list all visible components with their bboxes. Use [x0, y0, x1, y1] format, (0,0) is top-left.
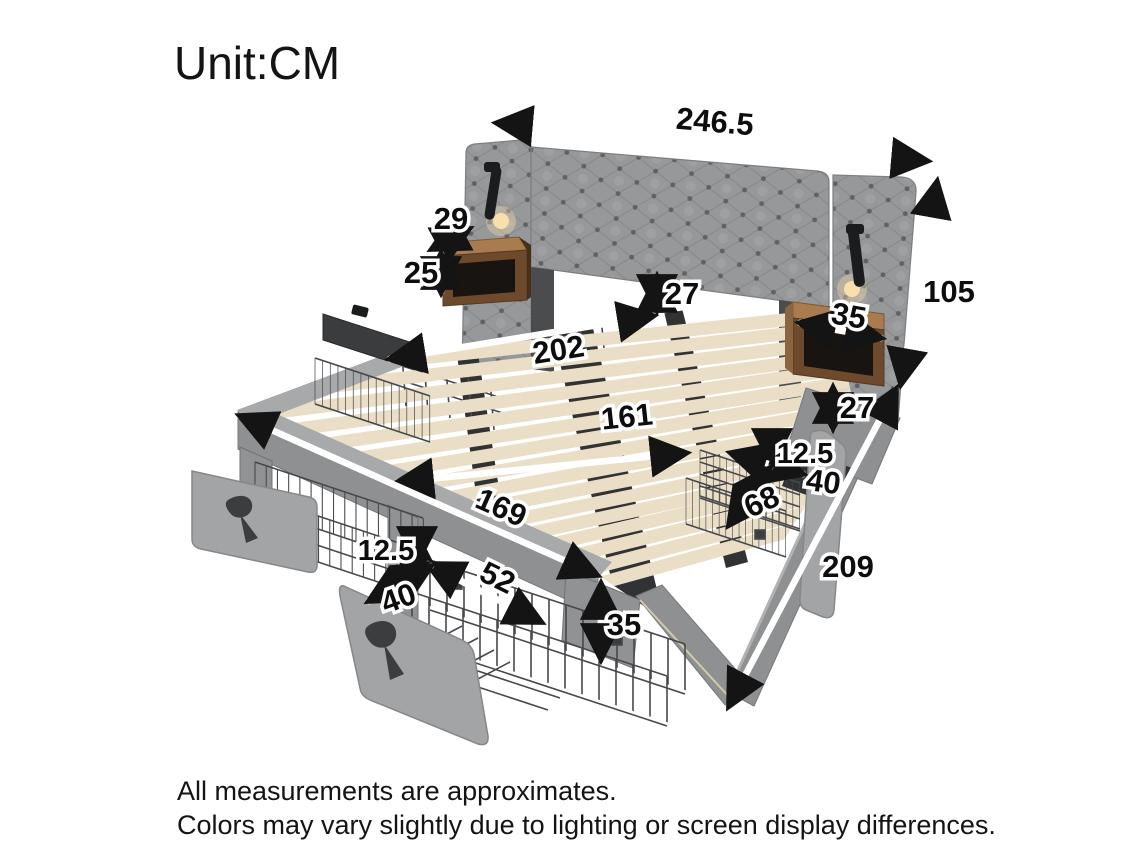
dim-shelf-depth: 29: [434, 201, 468, 236]
drawer-handle-icon: [365, 621, 404, 680]
dim-shelf-height: 25: [404, 255, 438, 290]
dim-headboard-clearance: 27: [665, 276, 699, 311]
dim-nightstand-clearance: 27: [840, 390, 874, 425]
dim-nightstand-width: 35: [829, 295, 869, 335]
reading-lamp-left-icon: [484, 162, 516, 236]
head-left-frame-edge: [237, 352, 404, 425]
dim-overall-depth: 209: [822, 549, 874, 584]
dim-headboard-height: 105: [923, 274, 975, 309]
dim-frame-height: 35: [607, 607, 641, 642]
drawer-left-mid-front: [191, 470, 318, 574]
left-rail-top: [238, 404, 612, 578]
dim-left-drawer-height: 12.5: [358, 535, 414, 567]
dim-right-drawer-height: 12.5: [777, 438, 833, 470]
drawer-handle-icon: [225, 495, 258, 543]
headboard-center-panel: [530, 146, 830, 308]
reading-lamp-right-icon: [837, 224, 867, 304]
unit-label: Unit:CM: [174, 37, 340, 89]
footnote-line-2: Colors may vary slightly due to lighting…: [177, 810, 996, 840]
footnote-line-1: All measurements are approximates.: [177, 776, 617, 806]
drawer-left-foot: [338, 559, 686, 746]
dim-platform-width: 161: [599, 396, 654, 436]
dim-overall-width: 246.5: [675, 101, 755, 143]
nightstand-left: [442, 236, 531, 307]
dim-right-drawer-depth: 40: [804, 462, 843, 501]
drawer-left-mid: [191, 461, 425, 593]
